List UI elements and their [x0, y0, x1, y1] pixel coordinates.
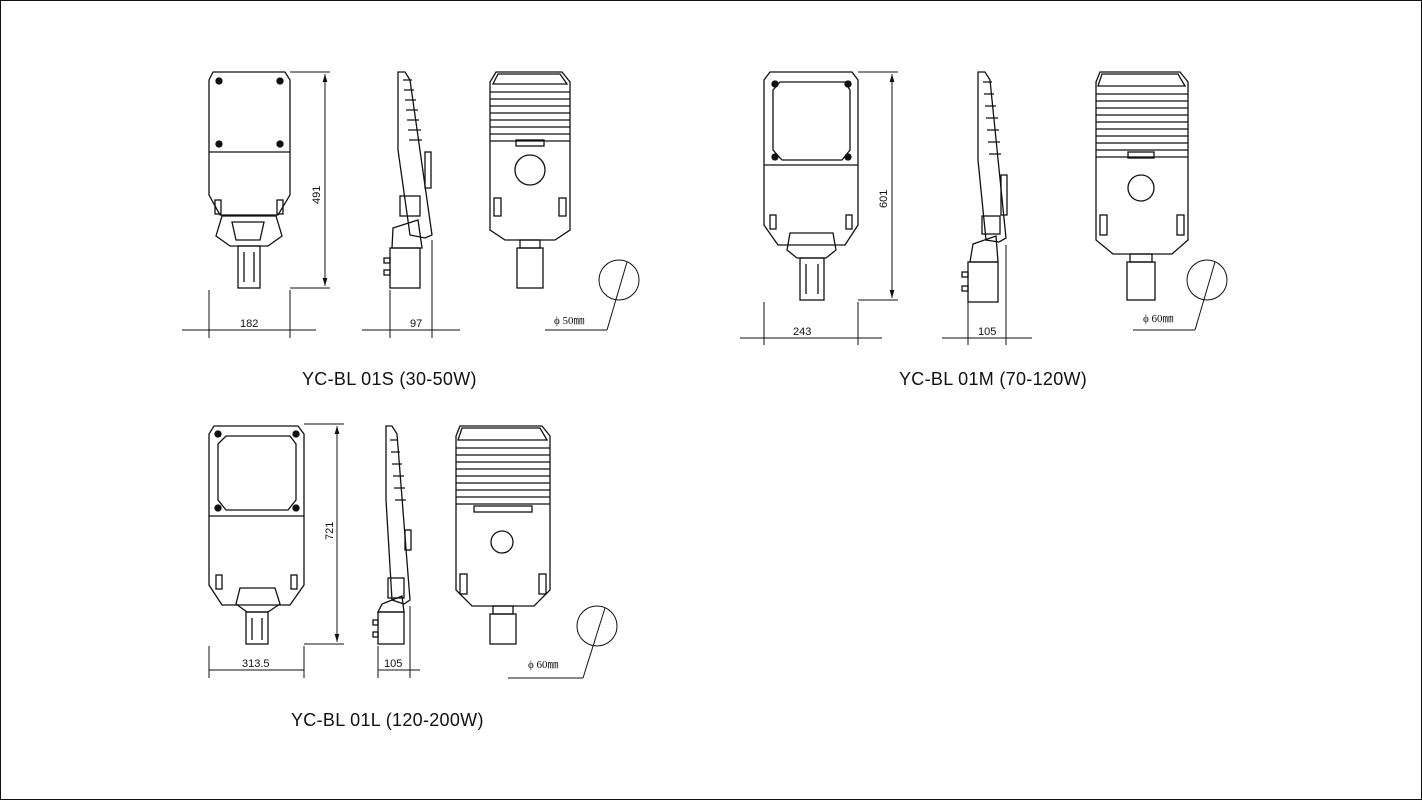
- model-l-height-label: 721: [324, 522, 336, 540]
- model-l-side-view: [372, 425, 412, 645]
- model-s-dimensions: [182, 71, 640, 338]
- model-m-caption: YC-BL 01M (70-120W): [899, 369, 1088, 389]
- model-s-pole-label: ϕ 50㎜: [554, 315, 585, 327]
- model-l-depth-label: 105: [384, 658, 402, 670]
- model-l-front-view: [208, 425, 305, 645]
- model-s-drawings: [182, 71, 640, 338]
- model-l-pole-label: ϕ 60㎜: [528, 659, 559, 671]
- model-s-depth-label: 97: [410, 318, 422, 330]
- model-s-caption: YC-BL 01S (30-50W): [302, 369, 477, 389]
- model-s-back-view: [489, 71, 571, 289]
- model-m-depth-label: 105: [978, 326, 996, 338]
- model-m-front-view: [763, 71, 859, 301]
- model-l-caption: YC-BL 01L (120-200W): [291, 710, 484, 730]
- model-s-front-view: [208, 71, 291, 289]
- model-l-drawings: [208, 423, 618, 679]
- model-m-drawings: [740, 71, 1228, 345]
- model-s-side-view: [383, 71, 433, 289]
- model-l-width-label: 313.5: [242, 658, 270, 670]
- model-m-height-label: 601: [878, 190, 890, 208]
- model-l-back-view: [455, 425, 551, 645]
- model-l-dimensions: [208, 423, 618, 679]
- model-m-back-view: [1095, 71, 1189, 301]
- model-s-height-label: 491: [311, 186, 323, 204]
- model-m-pole-label: ϕ 60㎜: [1143, 313, 1174, 325]
- model-m-width-label: 243: [793, 326, 811, 338]
- model-s-width-label: 182: [240, 318, 258, 330]
- model-m-dimensions: [740, 71, 1228, 345]
- model-m-side-view: [961, 71, 1008, 303]
